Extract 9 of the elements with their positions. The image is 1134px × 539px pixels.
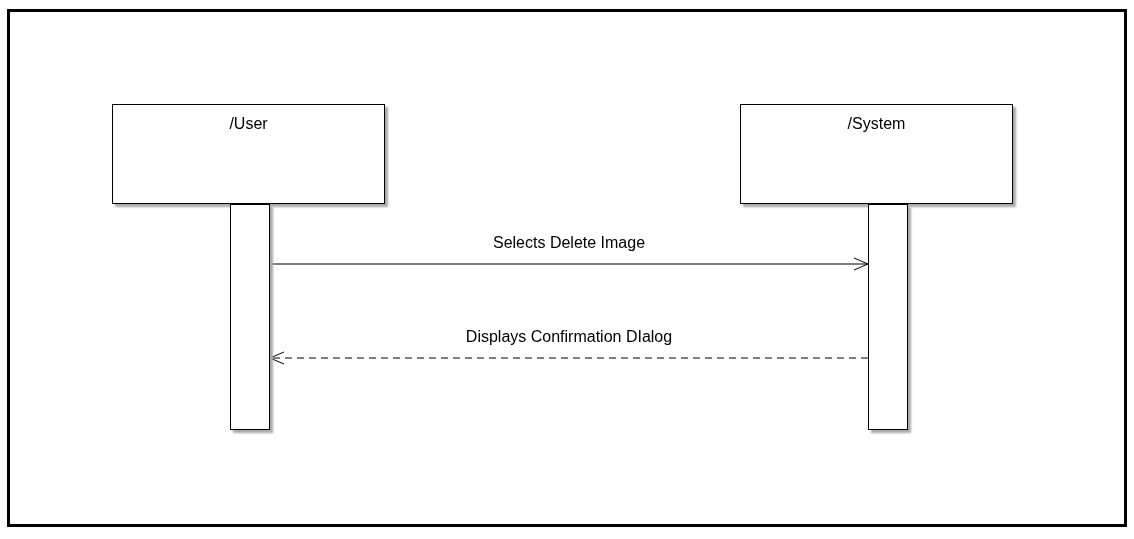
message-arrow <box>269 257 869 271</box>
participant-name: /System <box>846 115 907 133</box>
lifeline-box <box>740 104 1013 204</box>
return-message-arrow <box>269 351 869 365</box>
activation-bar <box>230 204 270 430</box>
lifeline-box <box>112 104 385 204</box>
activation-bar <box>868 204 908 430</box>
participant-name: /User <box>228 115 269 133</box>
message-label: Selects Delete Image <box>490 234 648 252</box>
